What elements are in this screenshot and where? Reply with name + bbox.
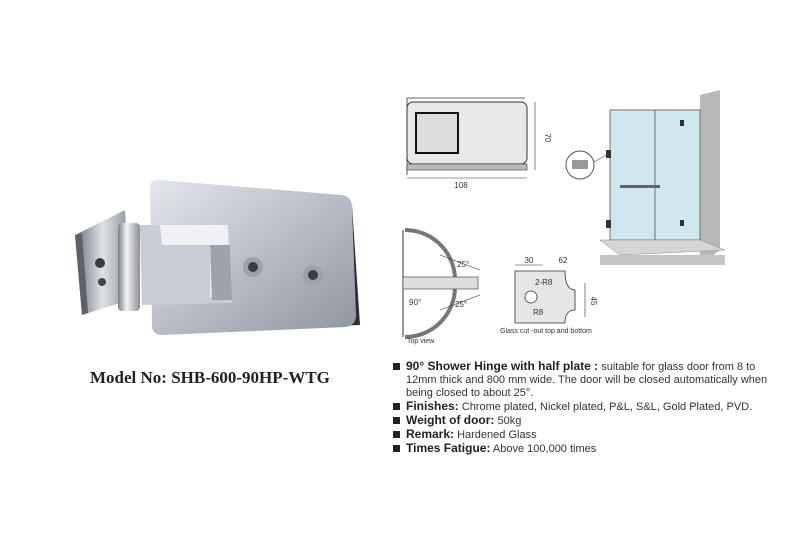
spec-text: Above 100,000 times [490,443,597,455]
bullet-square-icon [393,363,400,370]
angle-90-label: 90° [409,298,421,307]
dim-30-label: 30 [525,256,534,265]
angle-bottom-label: 25° [455,300,467,309]
spec-text: Chrome plated, Nickel plated, P&L, S&L, … [458,401,753,413]
dim-70-label: 70 [543,134,552,143]
glass-cutout-caption: Glass cut -out top and bottom [500,328,592,335]
dim-108-label: 108 [454,181,468,190]
spec-label: Times Fatigue: [406,441,491,455]
spec-label: Finishes: [406,399,459,413]
dim-62-label: 62 [559,256,568,265]
spec-text: 50kg [494,415,522,427]
bullet-square-icon [393,431,400,438]
spec-item-remark: Remark: Hardened Glass [393,428,773,442]
hinge-dimension-drawing: 108 70 [406,97,552,190]
spec-item-hinge-type: 90° Shower Hinge with half plate : suita… [393,360,773,400]
top-view-drawing: 25° 25° 90° Top view [402,228,481,345]
glass-cutout-drawing: 30 62 2-R8 R8 45 Glass cut -out top and … [500,256,598,335]
hinge-product-photo [75,179,360,335]
bullet-square-icon [393,403,400,410]
spec-label: Remark: [406,427,455,441]
dim-45-label: 45 [589,297,598,306]
angle-top-label: 25° [457,260,469,269]
bullet-square-icon [393,445,400,452]
spec-item-fatigue: Times Fatigue: Above 100,000 times [393,442,773,456]
glass-r8-label: R8 [533,308,544,317]
spec-item-weight: Weight of door: 50kg [393,414,773,428]
spec-label: 90° Shower Hinge with half plate : [406,359,599,373]
spec-text: Hardened Glass [454,429,537,441]
spec-list: 90° Shower Hinge with half plate : suita… [393,360,773,456]
spec-label: Weight of door: [406,413,495,427]
top-view-caption: Top view [407,338,435,345]
shower-enclosure-illustration [565,90,726,265]
bullet-square-icon [393,417,400,424]
model-number-title: Model No: SHB-600-90HP-WTG [90,368,330,387]
spec-item-finishes: Finishes: Chrome plated, Nickel plated, … [393,400,773,414]
glass-r8-top-label: 2-R8 [535,278,553,287]
spec-text: suitable for glass door from 8 to 12mm t… [406,361,768,399]
